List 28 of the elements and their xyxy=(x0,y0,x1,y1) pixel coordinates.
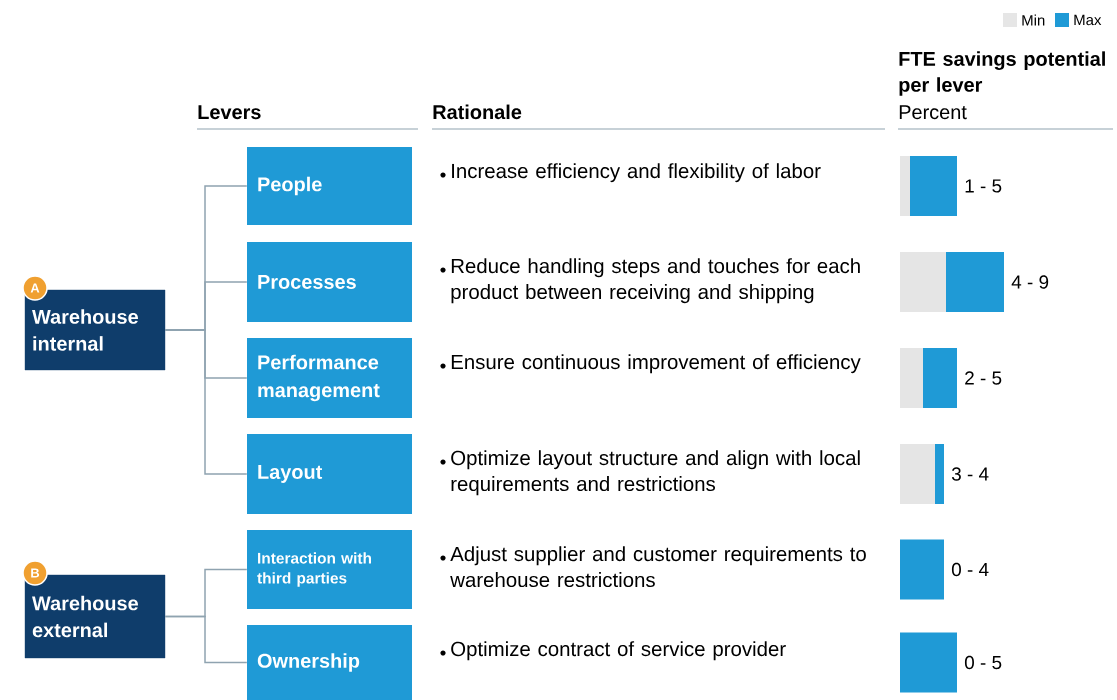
letter-badge: B xyxy=(22,560,48,586)
column-header: Rationale xyxy=(433,104,522,120)
rationale-text: Ensure continuous improvement of efficiency xyxy=(451,354,861,374)
range-label: 3 - 4 xyxy=(951,467,989,481)
column-header: FTE savings potential per lever xyxy=(899,51,1105,96)
lever-box: Performance management xyxy=(247,338,412,418)
legend-label: Min xyxy=(1022,14,1045,26)
legend-label: Max xyxy=(1074,14,1102,26)
rationale-text: Adjust supplier and customer requirements to warehouse restrictions xyxy=(450,546,866,588)
connector-line xyxy=(164,329,248,475)
rationale-text: Optimize layout structure and align with local requirements and restrictions xyxy=(451,450,860,496)
lever-box: Processes xyxy=(247,242,412,322)
range-label: 4 - 9 xyxy=(1011,275,1049,289)
range-label: 0 - 5 xyxy=(964,655,1002,670)
connector-line xyxy=(164,615,248,664)
lever-box: Ownership xyxy=(247,625,412,700)
letter-badge: A xyxy=(22,275,48,301)
unit-label: Percent xyxy=(899,105,967,120)
range-label: 2 - 5 xyxy=(965,371,1002,385)
rationale-text: Optimize contract of service provider xyxy=(451,641,786,661)
rationale-text: Increase efficiency and flexibility of labor xyxy=(452,163,821,183)
lever-box: Layout xyxy=(247,434,412,514)
column-header: Levers xyxy=(198,105,261,120)
lever-box: People xyxy=(247,147,412,225)
range-label: 1 - 5 xyxy=(965,179,1002,193)
rationale-text: Reduce handling steps and touches for each product between receiving and shipping xyxy=(451,258,860,304)
lever-box: Interaction with third parties xyxy=(247,530,412,609)
range-label: 0 - 4 xyxy=(951,562,989,577)
